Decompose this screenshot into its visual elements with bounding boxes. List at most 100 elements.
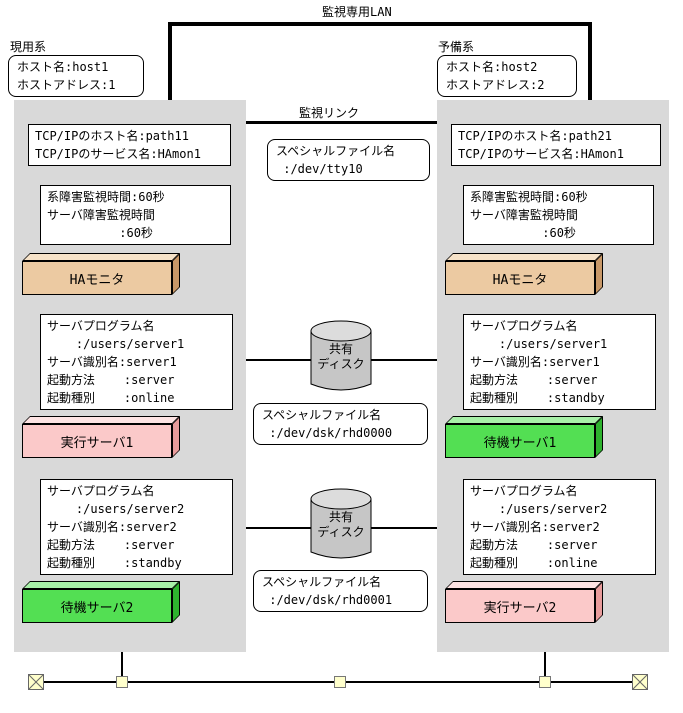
standby-host-box: ホスト名:host2 ホストアドレス:2 <box>437 55 577 97</box>
text-line: ホストアドレス:2 <box>446 78 545 92</box>
active-server1-info-box: サーバプログラム名 :/users/server1 サーバ識別名:server1 起… <box>40 314 233 410</box>
text-line: スペシャルファイル名 <box>262 575 382 589</box>
active-ha-monitor-label: HAモニタ <box>22 261 172 295</box>
text-line: TCP/IPのホスト名:path21 <box>458 129 612 143</box>
active-panel-lan-drop <box>121 652 123 682</box>
text-line: 起動方法 :server <box>47 373 175 387</box>
shared-disk2-label: 共有ディスク <box>309 510 373 540</box>
box3d-side-face <box>172 581 180 623</box>
lan-line-left-drop <box>168 22 172 100</box>
box3d-side-face <box>595 253 603 295</box>
shared-disk1-label: 共有ディスク <box>309 342 373 372</box>
standby-monitor-time-box: 系障害監視時間:60秒サーバ障害監視時間 :60秒 <box>463 185 654 245</box>
shared-disk1-cylinder <box>310 320 372 391</box>
shared-disk2-cylinder <box>310 488 372 559</box>
lan-node-left <box>116 676 128 688</box>
active-server2-label: 待機サーバ2 <box>22 589 172 623</box>
text-line: 系障害監視時間:60秒 <box>47 190 165 204</box>
text-line: 起動種別 :standby <box>470 391 605 405</box>
standby-server2-box: 実行サーバ2 <box>445 581 603 623</box>
active-ha-monitor-box: HAモニタ <box>22 253 180 295</box>
standby-system-label: 予備系 <box>438 40 475 54</box>
text-line: :/users/server2 <box>47 502 185 516</box>
standby-panel-lan-drop <box>544 652 546 682</box>
monitor-link-file-box: スペシャルファイル名 :/dev/tty10 <box>267 139 430 181</box>
lan-terminator-left <box>28 674 44 690</box>
monitor-link-label: 監視リンク <box>299 106 360 120</box>
standby-server2-label: 実行サーバ2 <box>445 589 595 623</box>
text-line: :/dev/tty10 <box>276 162 363 176</box>
disk1-file-box: スペシャルファイル名 :/dev/dsk/rhd0000 <box>253 403 428 445</box>
text-line: サーバプログラム名 <box>470 319 578 333</box>
text-line: サーバ障害監視時間 <box>47 208 155 222</box>
text-line: :/users/server1 <box>47 337 185 351</box>
standby-server2-info-box: サーバプログラム名 :/users/server2 サーバ識別名:server2 起… <box>463 479 656 575</box>
text-line: サーバプログラム名 <box>47 319 155 333</box>
active-server2-box: 待機サーバ2 <box>22 581 180 623</box>
active-server1-box: 実行サーバ1 <box>22 416 180 458</box>
text-line: :60秒 <box>470 226 576 240</box>
active-system-label: 現用系 <box>10 40 47 54</box>
text-line: 共有 <box>328 342 353 356</box>
text-line: ホスト名:host1 <box>17 60 109 74</box>
active-server2-info-box: サーバプログラム名 :/users/server2 サーバ識別名:server2 起… <box>40 479 233 575</box>
text-line: 起動方法 :server <box>470 538 598 552</box>
text-line: :/users/server2 <box>470 502 608 516</box>
text-line: TCP/IPのサービス名:HAmon1 <box>35 147 201 161</box>
lan-node-right <box>539 676 551 688</box>
text-line: ホスト名:host2 <box>446 60 538 74</box>
text-line: :/dev/dsk/rhd0000 <box>262 426 393 440</box>
lan-line-top <box>168 22 592 26</box>
text-line: サーバ識別名:server1 <box>470 355 600 369</box>
text-line: :/users/server1 <box>470 337 608 351</box>
lan-line-right-drop <box>588 22 592 100</box>
box3d-top-face <box>445 416 603 424</box>
text-line: サーバプログラム名 <box>470 484 578 498</box>
text-line: サーバ障害監視時間 <box>470 208 578 222</box>
lan-terminator-right <box>632 674 648 690</box>
standby-ha-monitor-label: HAモニタ <box>445 261 595 295</box>
monitor-link-line <box>246 121 437 124</box>
standby-server1-box: 待機サーバ1 <box>445 416 603 458</box>
text-line: サーバプログラム名 <box>47 484 155 498</box>
lan-node-center <box>334 676 346 688</box>
text-line: サーバ識別名:server2 <box>470 520 600 534</box>
active-server1-label: 実行サーバ1 <box>22 424 172 458</box>
text-line: 起動種別 :online <box>47 391 175 405</box>
text-line: :/dev/dsk/rhd0001 <box>262 593 393 607</box>
text-line: サーバ識別名:server2 <box>47 520 177 534</box>
box3d-top-face <box>445 581 603 589</box>
disk2-file-box: スペシャルファイル名 :/dev/dsk/rhd0001 <box>253 570 428 612</box>
monitoring-lan-label: 監視専用LAN <box>322 5 392 19</box>
box3d-side-face <box>595 416 603 458</box>
box3d-side-face <box>595 581 603 623</box>
text-line: ディスク <box>317 525 365 539</box>
text-line: :60秒 <box>47 226 153 240</box>
text-line: 起動種別 :online <box>470 556 598 570</box>
text-line: スペシャルファイル名 <box>276 144 396 158</box>
text-line: TCP/IPのホスト名:path11 <box>35 129 189 143</box>
text-line: 系障害監視時間:60秒 <box>470 190 588 204</box>
text-line: ディスク <box>317 357 365 371</box>
standby-ha-monitor-box: HAモニタ <box>445 253 603 295</box>
active-monitor-time-box: 系障害監視時間:60秒サーバ障害監視時間 :60秒 <box>40 185 231 245</box>
active-host-box: ホスト名:host1 ホストアドレス:1 <box>8 55 144 97</box>
box3d-side-face <box>172 253 180 295</box>
standby-server1-info-box: サーバプログラム名 :/users/server1 サーバ識別名:server1 起… <box>463 314 656 410</box>
text-line: サーバ識別名:server1 <box>47 355 177 369</box>
box3d-top-face <box>22 581 180 589</box>
text-line: ホストアドレス:1 <box>17 78 116 92</box>
box3d-top-face <box>445 253 603 261</box>
text-line: TCP/IPのサービス名:HAmon1 <box>458 147 624 161</box>
standby-server1-label: 待機サーバ1 <box>445 424 595 458</box>
box3d-top-face <box>22 253 180 261</box>
box3d-top-face <box>22 416 180 424</box>
text-line: スペシャルファイル名 <box>262 408 382 422</box>
text-line: 起動方法 :server <box>47 538 175 552</box>
text-line: 共有 <box>328 510 353 524</box>
box3d-side-face <box>172 416 180 458</box>
text-line: 起動種別 :standby <box>47 556 182 570</box>
text-line: 起動方法 :server <box>470 373 598 387</box>
